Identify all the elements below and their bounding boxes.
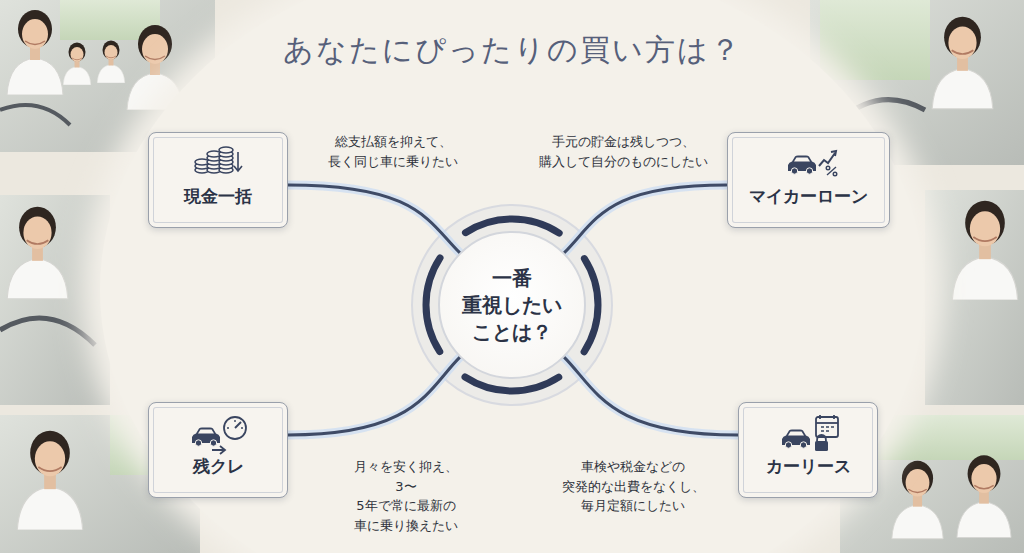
- center-glow: [82, 0, 942, 553]
- question-text: 一番 重視したい ことは？: [462, 265, 562, 346]
- option-description: 車検や税金などの 突発的な出費をなくし、 毎月定額にしたい: [562, 457, 705, 516]
- coins-icon: [195, 147, 242, 173]
- loan-icon-part: [819, 153, 835, 166]
- coins-icon-part: [207, 159, 221, 165]
- residual-credit-icon: [192, 417, 246, 454]
- lease-icon-part: [815, 441, 828, 451]
- option-box: 残クレ月々を安く抑え、 3〜5年で常に最新の 車に乗り換えたい: [148, 402, 288, 498]
- coins-icon-part: [234, 152, 242, 171]
- coins-icon-part: [195, 159, 209, 165]
- photo-family-part: [63, 43, 91, 86]
- connector-line: [564, 185, 726, 253]
- lease-icon-part: [821, 427, 834, 431]
- lease-icon-part: [817, 435, 826, 441]
- photo-senior-man-part: [17, 431, 82, 530]
- coins-icon-part: [219, 155, 233, 161]
- option-name: マイカーローン: [749, 185, 868, 208]
- residual-credit-icon-part: [235, 422, 241, 428]
- loan-icon: [788, 151, 837, 176]
- coins-icon-part: [219, 159, 233, 165]
- loan-icon-part: [827, 167, 836, 175]
- coins-icon-part: [207, 155, 221, 161]
- option-name: 残クレ: [193, 455, 244, 478]
- photo-woman-right-part: [932, 17, 993, 109]
- connector-glow: [288, 185, 460, 253]
- connector-glow: [564, 185, 726, 253]
- connector-glow: [288, 357, 460, 435]
- residual-credit-icon-part: [212, 446, 225, 454]
- center-panel: [100, 0, 924, 553]
- option-name: 現金一括: [184, 185, 252, 208]
- diagram-title: あなたにぴったりの買い方は？: [0, 30, 1024, 71]
- connector-glow: [564, 357, 738, 435]
- option-description: 手元の貯金は残しつつ、 購入して自分のものにしたい: [539, 132, 708, 171]
- connector-line: [288, 185, 460, 253]
- photo-couple-part: [892, 461, 943, 539]
- coins-icon-part: [219, 163, 233, 169]
- connector: [564, 357, 738, 435]
- photo-family-part: [0, 105, 70, 125]
- coins-icon-part: [219, 147, 233, 153]
- coins-icon-part: [207, 167, 221, 173]
- option-box: 現金一括総支払額を抑えて、 長く同じ車に乗りたい: [148, 132, 288, 228]
- loan-icon-part: [788, 156, 816, 175]
- lease-icon: [782, 415, 838, 451]
- coins-icon-part: [219, 151, 233, 157]
- lease-icon-part: [782, 430, 810, 449]
- photo-family-part: [97, 41, 125, 84]
- option-box: カーリース車検や税金などの 突発的な出費をなくし、 毎月定額にしたい: [738, 402, 878, 498]
- option-description: 月々を安く抑え、 3〜5年で常に最新の 車に乗り換えたい: [354, 457, 458, 535]
- lease-icon-part: [816, 422, 838, 424]
- lease-icon-part: [816, 417, 838, 437]
- connector-line: [564, 357, 738, 435]
- option-box: マイカーローン手元の貯金は残しつつ、 購入して自分のものにしたい: [727, 132, 890, 228]
- coins-icon-part: [207, 163, 221, 169]
- connector: [564, 185, 726, 253]
- photo-senior-man-right-part: [952, 201, 1017, 300]
- loan-icon-part: [831, 151, 836, 156]
- option-name: カーリース: [766, 455, 851, 478]
- residual-credit-icon-part: [227, 420, 243, 428]
- loan-icon-part: [826, 166, 830, 170]
- coins-icon-part: [207, 151, 221, 157]
- connector: [288, 357, 460, 435]
- coins-icon-part: [219, 167, 233, 173]
- connector-line: [288, 357, 460, 435]
- loan-icon-part: [833, 172, 837, 176]
- photo-family-part: [7, 10, 63, 95]
- option-description: 総支払額を抑えて、 長く同じ車に乗りたい: [328, 132, 458, 171]
- photo-woman-driver-part: [0, 318, 95, 345]
- residual-credit-icon-part: [192, 428, 220, 447]
- lease-icon-part: [820, 415, 834, 419]
- question-circle: 一番 重視したい ことは？: [438, 231, 586, 379]
- photo-couple-part: [957, 455, 1011, 537]
- coins-icon-part: [195, 163, 209, 169]
- coins-icon-part: [195, 167, 209, 173]
- photo-woman-driver-part: [7, 207, 68, 299]
- residual-credit-icon-part: [224, 417, 246, 439]
- connector: [288, 185, 460, 253]
